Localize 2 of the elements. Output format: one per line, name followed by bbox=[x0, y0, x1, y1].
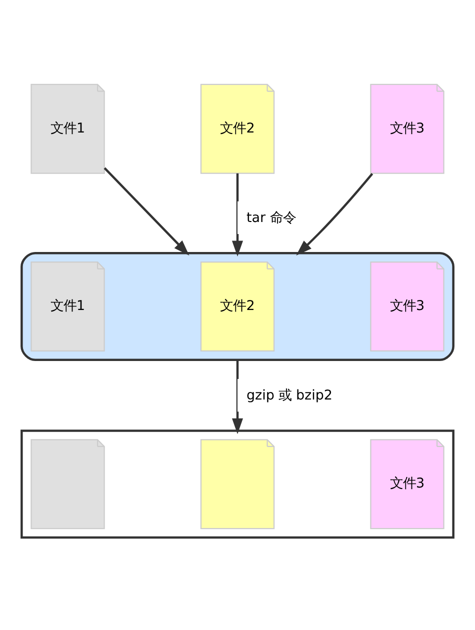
edge-label: tar 命令 bbox=[246, 209, 296, 226]
edge-label: gzip 或 bzip2 bbox=[246, 386, 332, 403]
